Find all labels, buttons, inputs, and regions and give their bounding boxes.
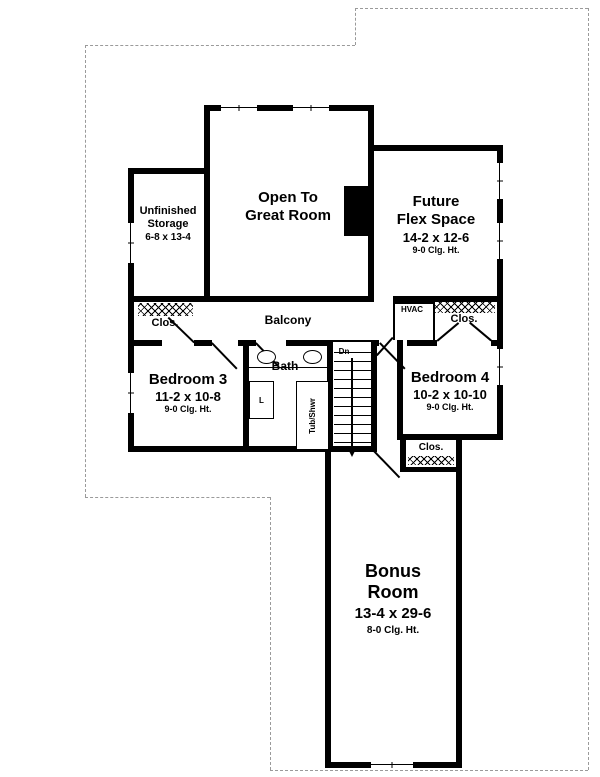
window [497, 162, 503, 200]
wall-segment [128, 296, 210, 302]
wall-segment [397, 340, 403, 440]
roof-outline-segment [85, 497, 270, 498]
wall-segment [128, 446, 333, 452]
closet-hatch [408, 456, 454, 465]
closet-hatch [138, 303, 193, 316]
stair-rail-line [333, 340, 371, 342]
hvac-box [393, 302, 435, 340]
bedroom4-size: 10-2 x 10-10 [413, 387, 487, 402]
wall-segment [407, 340, 437, 346]
wall-segment [456, 440, 462, 768]
storage-label-line2: Storage [147, 218, 189, 230]
bedroom3-name: Bedroom 3 [148, 371, 228, 388]
window [292, 105, 330, 111]
wall-segment [204, 105, 210, 174]
stairs-dn-label: Dn [338, 347, 350, 356]
wall-segment [371, 340, 377, 452]
roof-outline-segment [85, 45, 86, 497]
door-swing [373, 450, 401, 478]
sink [303, 350, 322, 364]
roof-outline-segment [85, 45, 355, 46]
wall-segment [128, 168, 134, 452]
vanity-counter [249, 346, 327, 368]
window [370, 762, 414, 768]
stairs-arrow [351, 358, 353, 450]
roof-outline-segment [355, 8, 588, 9]
storage-size: 6-8 x 13-4 [145, 232, 191, 243]
bonus-label-line2: Room [367, 582, 419, 602]
wall-segment [400, 434, 406, 472]
window [220, 105, 258, 111]
wall-segment [194, 340, 212, 346]
roof-outline-segment [270, 497, 271, 770]
closet-left-label: Clos. [151, 317, 179, 329]
wall-segment [400, 467, 462, 472]
storage-label-line1: Unfinished [139, 205, 197, 217]
wall-segment [128, 168, 210, 174]
window [128, 372, 134, 414]
tub-shower: Tub/Shwr [296, 381, 329, 450]
bath-label: Bath [271, 359, 299, 373]
flex-size: 14-2 x 12-6 [402, 230, 470, 245]
bonus-ceiling: 8-0 Clg. Ht. [366, 625, 420, 636]
balcony-label: Balcony [264, 313, 312, 327]
bedroom3-size: 11-2 x 10-8 [155, 389, 221, 404]
wall-segment [325, 762, 370, 768]
wall-segment [286, 340, 333, 346]
fireplace-chimney [344, 186, 370, 236]
sink [257, 350, 276, 364]
flex-label-line2: Flex Space [396, 211, 476, 228]
roof-outline-segment [270, 770, 588, 771]
wall-segment [412, 762, 462, 768]
linen-label: L [259, 395, 264, 405]
flex-ceiling: 9-0 Clg. Ht. [412, 245, 460, 255]
bedroom3-ceiling: 9-0 Clg. Ht. [164, 404, 212, 414]
wall-segment [368, 105, 374, 302]
wall-segment [368, 145, 503, 151]
wall-segment [204, 168, 210, 302]
door-swing [469, 322, 492, 342]
window [497, 222, 503, 260]
wall-segment [325, 446, 331, 768]
wall-segment [327, 340, 333, 452]
bonus-label-line1: Bonus [365, 561, 421, 581]
wall-segment [204, 296, 374, 302]
wall-segment [128, 340, 162, 346]
closet-bed4-label: Clos. [418, 442, 444, 453]
roof-outline-segment [588, 8, 589, 770]
linen-cabinet: L [249, 381, 274, 419]
wall-segment [491, 340, 503, 346]
wall-segment [497, 145, 503, 440]
great-room-label-line1: Open To [258, 189, 318, 206]
tub-shower-label: Tub/Shwr [308, 397, 317, 434]
wall-segment [243, 340, 249, 452]
window [128, 222, 134, 264]
window [497, 348, 503, 386]
stairs-arrowhead [348, 449, 356, 457]
wall-segment [393, 296, 503, 302]
closet-right-label: Clos. [450, 313, 478, 325]
great-room-label-line2: Great Room [245, 207, 331, 224]
bonus-size: 13-4 x 29-6 [354, 605, 432, 622]
closet-hatch [435, 302, 495, 313]
wall-segment [368, 296, 374, 302]
roof-outline-segment [355, 8, 356, 45]
wall-segment [397, 434, 503, 440]
wall-segment [204, 105, 374, 111]
bedroom4-name: Bedroom 4 [410, 369, 490, 386]
stairs-treads [334, 352, 371, 446]
flex-label-line1: Future [412, 193, 460, 210]
bedroom4-ceiling: 9-0 Clg. Ht. [426, 402, 474, 412]
door-swing [436, 322, 459, 342]
door-swing [211, 342, 238, 370]
hvac-label: HVAC [400, 305, 424, 314]
